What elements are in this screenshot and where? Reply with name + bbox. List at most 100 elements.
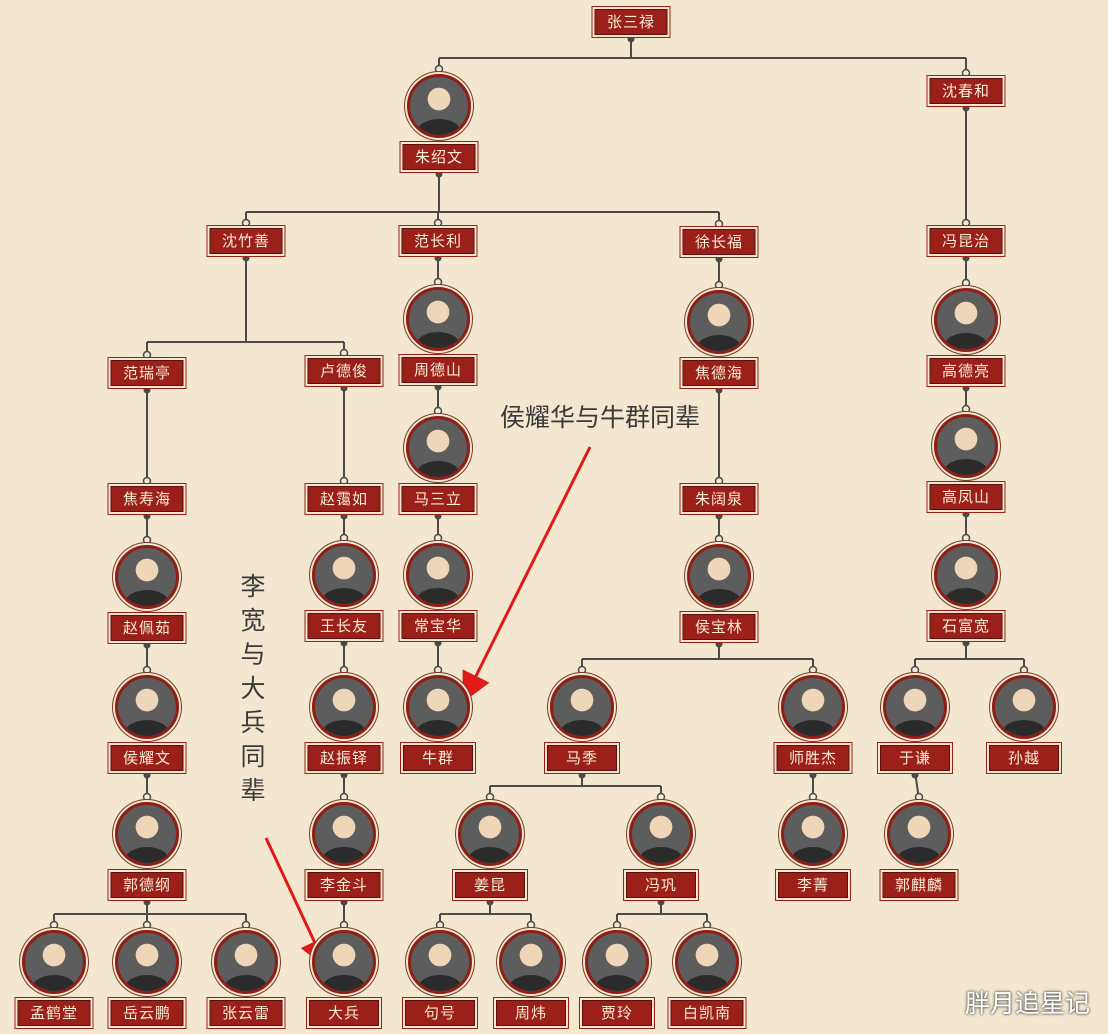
connector-node <box>142 476 152 486</box>
connector-node <box>910 665 920 675</box>
name-label-zw: 周炜 <box>496 1000 566 1026</box>
connector-node <box>142 792 152 802</box>
name-label-gdl: 高德亮 <box>929 358 1003 384</box>
connector-dot <box>340 771 348 779</box>
portrait-jl <box>585 930 649 994</box>
name-label-sch: 沈春和 <box>929 78 1003 104</box>
portrait-lj <box>781 802 845 866</box>
portrait-ljd <box>312 802 376 866</box>
connector-node <box>714 219 724 229</box>
connector-dot <box>715 386 723 394</box>
arrow-hou-niu <box>462 446 592 703</box>
name-label-lj: 李菁 <box>778 872 848 898</box>
connector-node <box>434 64 444 74</box>
portrait-fg <box>629 802 693 866</box>
name-label-mj: 马季 <box>547 745 617 771</box>
portrait-hbl <box>687 544 751 608</box>
connector-node <box>49 920 59 930</box>
name-label-jk: 姜昆 <box>455 872 525 898</box>
connector-dot <box>715 512 723 520</box>
name-label-fg: 冯巩 <box>626 872 696 898</box>
name-label-zsl: 张三禄 <box>594 9 668 35</box>
connector-dot <box>434 383 442 391</box>
name-label-cbh: 常宝华 <box>401 613 475 639</box>
portrait-yyp <box>115 930 179 994</box>
connector-node <box>241 218 251 228</box>
connector-dot <box>143 386 151 394</box>
portrait-gfs <box>934 414 998 478</box>
name-label-ssj: 师胜杰 <box>776 745 850 771</box>
connector-node <box>433 218 443 228</box>
connector-dot <box>143 898 151 906</box>
portrait-jdh <box>687 290 751 354</box>
name-label-gdg: 郭德纲 <box>110 872 184 898</box>
connector-node <box>612 920 622 930</box>
connector-node <box>433 533 443 543</box>
name-label-gql: 郭麒麟 <box>882 872 956 898</box>
connector-dot <box>627 35 635 43</box>
connector-node <box>1019 665 1029 675</box>
name-label-yyp: 岳云鹏 <box>110 1000 184 1026</box>
portrait-sfk <box>934 543 998 607</box>
connector-dot <box>578 771 586 779</box>
portrait-zw <box>499 930 563 994</box>
connector-dot <box>143 512 151 520</box>
connector-node <box>656 792 666 802</box>
name-label-fkz: 冯昆治 <box>929 228 1003 254</box>
portrait-gdg <box>115 802 179 866</box>
connector-node <box>241 920 251 930</box>
connector-node <box>142 920 152 930</box>
portrait-db <box>312 930 376 994</box>
name-label-frt: 范瑞亭 <box>110 360 184 386</box>
connector-node <box>526 920 536 930</box>
name-label-nq: 牛群 <box>403 745 473 771</box>
name-label-ldj: 卢德俊 <box>307 358 381 384</box>
name-label-szs: 沈竹善 <box>209 228 283 254</box>
connector-node <box>433 277 443 287</box>
arrow-li-dabing <box>264 837 328 969</box>
connector-dot <box>911 771 919 779</box>
connector-node <box>714 280 724 290</box>
connector-node <box>339 476 349 486</box>
connector-node <box>142 350 152 360</box>
portrait-wcy <box>312 543 376 607</box>
connector-node <box>914 792 924 802</box>
connector-node <box>485 792 495 802</box>
connector-node <box>435 920 445 930</box>
portrait-xh <box>408 930 472 994</box>
connector-dot <box>809 771 817 779</box>
connector-dot <box>434 254 442 262</box>
connector-dot <box>340 384 348 392</box>
connector-dot <box>657 898 665 906</box>
connector-node <box>339 792 349 802</box>
connector-dot <box>962 639 970 647</box>
connector-node <box>961 533 971 543</box>
connector-dot <box>962 254 970 262</box>
name-label-zyl: 张云雷 <box>209 1000 283 1026</box>
connector-node <box>702 920 712 930</box>
connector-node <box>577 665 587 675</box>
portrait-zsw <box>407 74 471 138</box>
name-label-gfs: 高凤山 <box>929 484 1003 510</box>
connector-node <box>142 535 152 545</box>
connector-node <box>339 665 349 675</box>
connector-node <box>961 68 971 78</box>
name-label-zds: 周德山 <box>401 357 475 383</box>
name-label-ljd: 李金斗 <box>307 872 381 898</box>
connector-node <box>714 476 724 486</box>
name-label-yq: 于谦 <box>880 745 950 771</box>
name-label-hyw: 侯耀文 <box>110 745 184 771</box>
connector-dot <box>242 254 250 262</box>
connector-dot <box>143 641 151 649</box>
connector-node <box>339 348 349 358</box>
portrait-msl <box>406 416 470 480</box>
portrait-zds <box>406 287 470 351</box>
name-label-xh: 句号 <box>405 1000 475 1026</box>
name-label-zkq: 朱阔泉 <box>682 486 756 512</box>
annotation-li-dabing: 李宽与大兵同辈 <box>240 572 266 805</box>
name-label-jdh: 焦德海 <box>682 360 756 386</box>
portrait-hyw <box>115 675 179 739</box>
name-label-jl: 贾玲 <box>582 1000 652 1026</box>
connector-node <box>339 920 349 930</box>
connector-dot <box>962 384 970 392</box>
